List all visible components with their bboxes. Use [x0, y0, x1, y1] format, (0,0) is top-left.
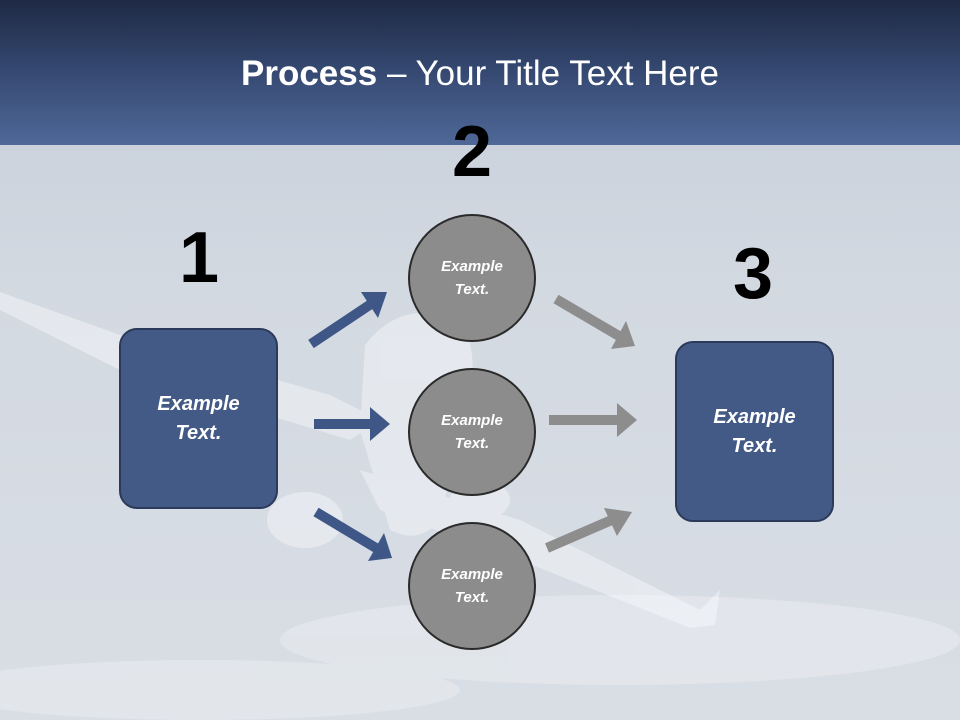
arrowhead-step1-to-circle1: [361, 292, 387, 318]
arrowhead-circle2-to-step3: [617, 403, 637, 437]
step-2-circle-1: Example Text.: [408, 214, 536, 342]
arrow-circle1-to-step3: [553, 294, 622, 341]
step-1-text: Example Text.: [157, 392, 240, 444]
step-2-circle-2: Example Text.: [408, 368, 536, 496]
arrowhead-step1-to-circle2: [370, 407, 390, 441]
arrowhead-step1-to-circle3: [368, 533, 392, 561]
arrowhead-circle3-to-step3: [604, 508, 632, 536]
circle-1-text: Example Text.: [441, 258, 503, 298]
step-number-1: 1: [178, 218, 220, 298]
step-3-text: Example Text.: [713, 405, 796, 457]
arrowhead-circle1-to-step3: [611, 321, 635, 349]
blue-arrows: [308, 292, 392, 561]
step-2-circle-3: Example Text.: [408, 522, 536, 650]
circle-2-text: Example Text.: [441, 412, 503, 452]
title-rest: – Your Title Text Here: [377, 54, 719, 93]
arrow-circle3-to-step3: [545, 514, 616, 553]
step-number-3: 3: [732, 234, 774, 314]
circle-3-text: Example Text.: [441, 566, 503, 606]
step-1-box: Example Text.: [119, 328, 278, 509]
title-banner: [0, 0, 960, 145]
arrow-step1-to-circle3: [313, 507, 379, 553]
arrow-step1-to-circle1: [308, 299, 374, 349]
step-3-box: Example Text.: [675, 341, 834, 522]
title-bold: Process: [241, 54, 378, 93]
gray-arrows: [545, 294, 637, 553]
step-number-2: 2: [451, 112, 493, 192]
page-title: Process – Your Title Text Here: [0, 52, 960, 96]
